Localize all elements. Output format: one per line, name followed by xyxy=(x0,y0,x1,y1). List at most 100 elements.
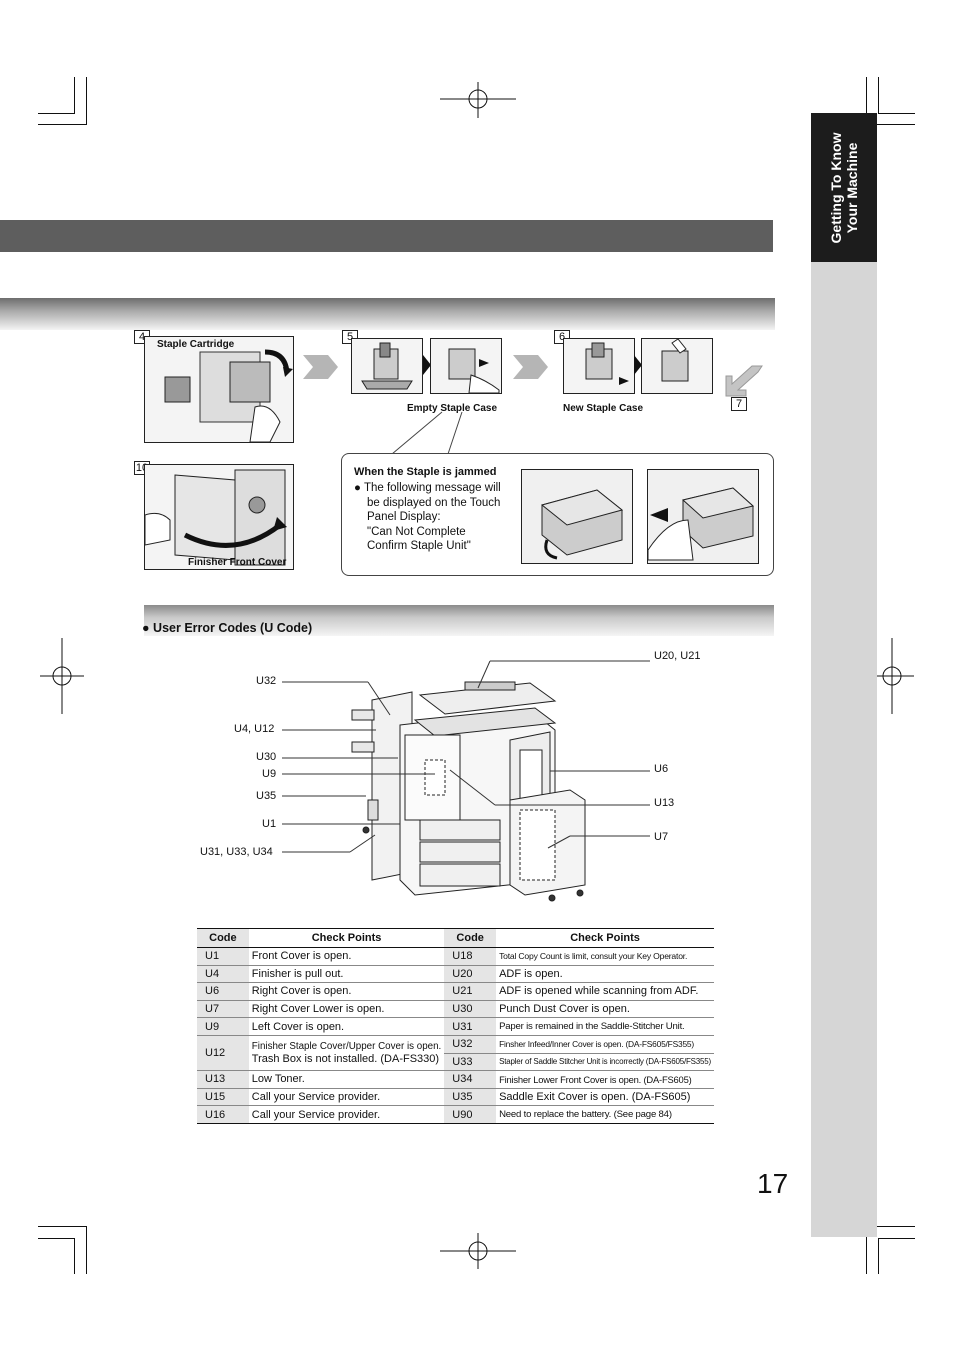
check-cell: Stapler of Saddle Stitcher Unit is incor… xyxy=(496,1053,714,1072)
ucode-section-bar xyxy=(144,605,774,636)
section-bar xyxy=(0,298,775,330)
error-code-table: Code Check Points Code Check Points U1 F… xyxy=(197,928,714,1124)
label-u9: U9 xyxy=(262,768,277,780)
bullet-icon: ● xyxy=(354,482,361,494)
code-cell: U15 xyxy=(197,1088,249,1107)
jam-line-4: "Can Not Complete xyxy=(367,525,466,538)
code-cell: U1 xyxy=(197,947,249,966)
finisher-front-cover-label: Finisher Front Cover xyxy=(188,557,287,568)
staple-case-drawing-b xyxy=(431,339,501,393)
check-cell: Finsher Infeed/Inner Cover is open. (DA-… xyxy=(496,1035,714,1054)
next-arrow-icon-2 xyxy=(513,355,548,379)
staple-cartridge-drawing xyxy=(145,337,293,442)
check-cell: Need to replace the battery. (See page 8… xyxy=(496,1105,714,1124)
label-u20-u21: U20, U21 xyxy=(654,650,701,662)
label-u6: U6 xyxy=(654,763,669,775)
check-cell: Punch Dust Cover is open. xyxy=(496,1000,714,1019)
table-row: U16 Call your Service provider. U90 Need… xyxy=(197,1105,714,1124)
check-cell: Low Toner. xyxy=(248,1070,445,1089)
label-u13: U13 xyxy=(654,797,675,809)
header-code-2: Code xyxy=(444,928,497,948)
empty-staple-case-label: Empty Staple Case xyxy=(407,403,498,414)
copier-diagram xyxy=(282,660,650,902)
code-cell: U16 xyxy=(197,1105,249,1124)
code-cell: U21 xyxy=(444,982,497,1001)
label-u1: U1 xyxy=(262,818,277,830)
staple-jam-illustration-a xyxy=(521,469,633,564)
jam-line-3: Panel Display: xyxy=(367,511,441,523)
header-check-points: Check Points xyxy=(248,928,445,948)
code-cell: U33 xyxy=(444,1053,497,1072)
new-staple-case-label: New Staple Case xyxy=(563,403,644,414)
check-cell: ADF is open. xyxy=(496,965,714,984)
code-cell: U12 xyxy=(197,1035,249,1072)
check-cell: Call your Service provider. xyxy=(248,1105,445,1124)
ucode-heading: ● User Error Codes (U Code) xyxy=(142,621,312,635)
code-cell: U34 xyxy=(444,1070,497,1089)
code-cell: U32 xyxy=(444,1035,497,1054)
label-u7: U7 xyxy=(654,831,669,843)
code-cell: U7 xyxy=(197,1000,249,1019)
check-cell: Left Cover is open. xyxy=(248,1017,445,1036)
finisher-front-cover-drawing xyxy=(145,465,293,569)
check-cell: Paper is remained in the Saddle-Stitcher… xyxy=(496,1017,714,1036)
staple-cartridge-label: Staple Cartridge xyxy=(157,339,235,350)
table-row: U15 Call your Service provider. U35 Sadd… xyxy=(197,1088,714,1107)
table-row: U9 Left Cover is open. U31 Paper is rema… xyxy=(197,1017,714,1036)
staple-unit-drawing-b xyxy=(648,470,758,563)
label-u32: U32 xyxy=(256,675,277,687)
check-cell: Finisher Lower Front Cover is open. (DA-… xyxy=(496,1070,714,1089)
small-arrow-icon xyxy=(423,355,431,375)
header-check-points-2: Check Points xyxy=(496,928,714,948)
side-tab xyxy=(811,113,877,262)
label-u31-u33-u34: U31, U33, U34 xyxy=(200,846,273,858)
bullet-icon: ● xyxy=(142,621,150,635)
jam-line-1: The following message will xyxy=(363,482,501,494)
label-u30: U30 xyxy=(256,751,277,763)
callout-lines xyxy=(391,411,463,455)
table-row: U12 Finisher Staple Cover/Upper Cover is… xyxy=(197,1035,714,1072)
label-u4-u12: U4, U12 xyxy=(234,723,275,735)
code-cell: U18 xyxy=(444,947,497,966)
staple-cartridge-illustration xyxy=(144,336,294,443)
jam-line-2: be displayed on the Touch xyxy=(367,496,501,509)
registration-mark-left xyxy=(40,638,84,714)
label-u35: U35 xyxy=(256,790,277,802)
registration-mark-top xyxy=(440,82,516,118)
step-number-7: 7 xyxy=(731,397,747,411)
check-cell: Finisher is pull out. xyxy=(248,965,445,984)
header-code: Code xyxy=(197,928,249,948)
check-line-2: Trash Box is not installed. (DA-FS330) xyxy=(251,1053,440,1066)
staple-case-removal-illustration-a xyxy=(351,338,423,394)
check-cell: Right Cover Lower is open. xyxy=(248,1000,445,1019)
check-cell: Right Cover is open. xyxy=(248,982,445,1001)
staple-case-drawing-a xyxy=(352,339,422,393)
page-number: 17 xyxy=(757,1168,789,1199)
return-arrow-icon xyxy=(725,365,763,397)
table-row: U7 Right Cover Lower is open. U30 Punch … xyxy=(197,1000,714,1019)
header-bar xyxy=(0,220,773,252)
check-line-1: Finisher Staple Cover/Upper Cover is ope… xyxy=(251,1041,442,1053)
code-cell: U30 xyxy=(444,1000,497,1019)
side-column xyxy=(811,113,877,1237)
finisher-front-cover-illustration xyxy=(144,464,294,570)
code-cell: U20 xyxy=(444,965,497,984)
staple-unit-drawing-a xyxy=(522,470,632,563)
check-cell: Saddle Exit Cover is open. (DA-FS605) xyxy=(496,1088,714,1107)
staple-case-removal-illustration-b xyxy=(430,338,502,394)
code-cell: U90 xyxy=(444,1105,497,1124)
staple-jam-illustration-b xyxy=(647,469,759,564)
check-cell: Finisher Staple Cover/Upper Cover is ope… xyxy=(248,1035,445,1072)
registration-mark-right xyxy=(870,638,914,714)
table-row: U1 Front Cover is open. U18 Total Copy C… xyxy=(197,947,714,966)
check-cell: Total Copy Count is limit, consult your … xyxy=(496,947,714,966)
new-staple-case-drawing-a xyxy=(564,339,634,393)
registration-mark-bottom xyxy=(440,1233,516,1269)
code-cell: U13 xyxy=(197,1070,249,1089)
code-cell: U35 xyxy=(444,1088,497,1107)
code-cell: U31 xyxy=(444,1017,497,1036)
new-staple-case-drawing-b xyxy=(642,339,712,393)
table-row: U13 Low Toner. U34 Finisher Lower Front … xyxy=(197,1070,714,1089)
staple-jam-title: When the Staple is jammed xyxy=(354,466,497,478)
